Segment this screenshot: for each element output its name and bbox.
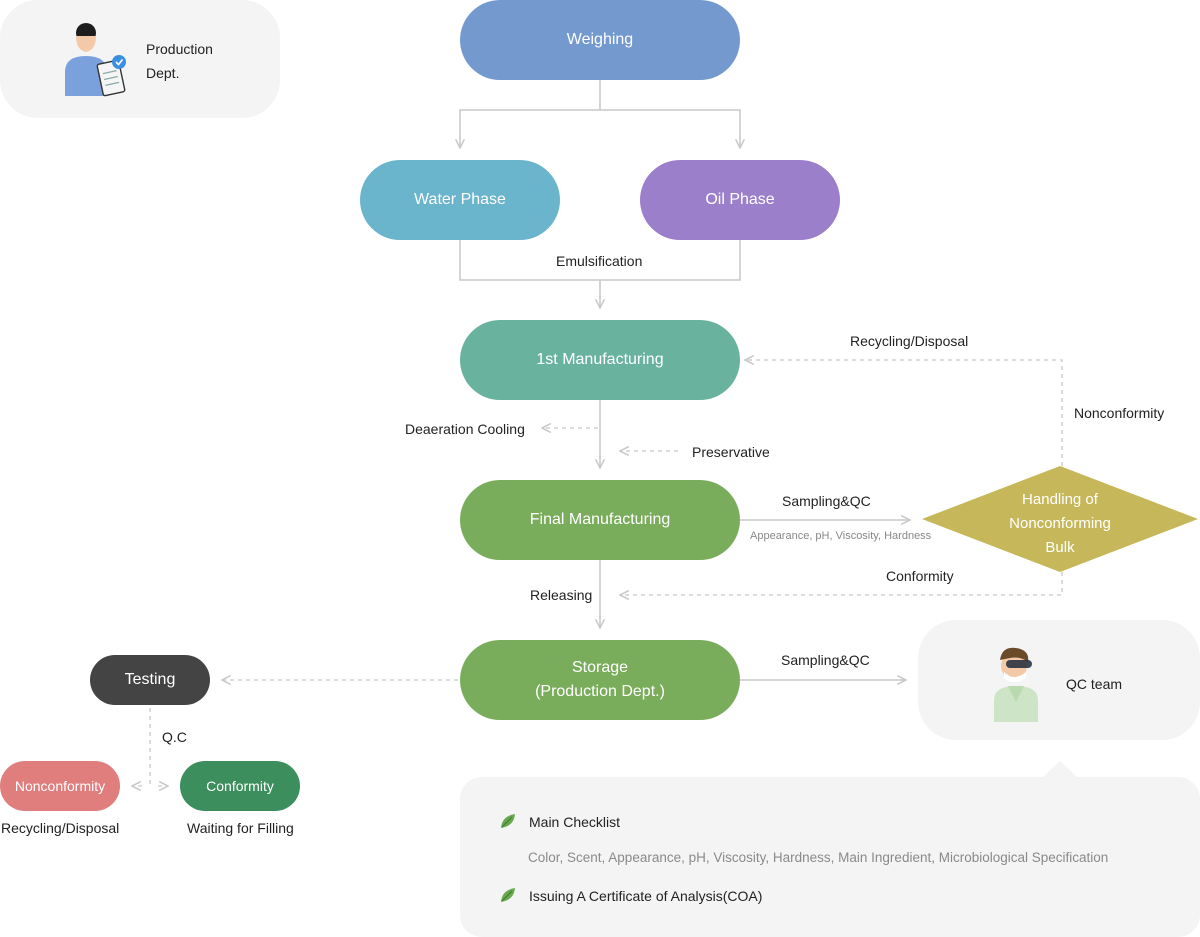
releasing-label: Releasing [530, 587, 593, 603]
production-dept-card: Production Dept. [0, 0, 280, 118]
final-manufacturing-step: Final Manufacturing [460, 480, 740, 560]
leaf-icon [500, 813, 516, 834]
checklist-item-detail: Color, Scent, Appearance, pH, Viscosity,… [528, 850, 1109, 865]
conformity-return-label: Conformity [886, 568, 954, 584]
sampling-qc-1-detail: Appearance, pH, Viscosity, Hardness [750, 530, 932, 542]
sampling-qc-2-label: Sampling&QC [781, 652, 870, 668]
checklist-item-title: Main Checklist [529, 814, 621, 830]
leaf-icon [500, 887, 516, 908]
qc-label: Q.C [162, 729, 187, 745]
storage-step: Storage (Production Dept.) [460, 640, 740, 720]
worker-with-clipboard-icon [62, 20, 128, 103]
sampling-qc-1-label: Sampling&QC [782, 493, 871, 509]
deaeration-cooling-label: Deaeration Cooling [405, 421, 525, 437]
qc-checklist-box: Main Checklist Color, Scent, Appearance,… [460, 777, 1200, 937]
checklist-item-title: Issuing A Certificate of Analysis(COA) [529, 888, 763, 904]
recycling-disposal-top-label: Recycling/Disposal [850, 333, 969, 349]
lab-technician-icon [990, 646, 1042, 727]
nonconformity-result: Nonconformity [0, 761, 120, 811]
emulsification-label: Emulsification [556, 253, 643, 269]
weighing-step: Weighing [460, 0, 740, 80]
conformity-result: Conformity [180, 761, 300, 811]
handling-diamond-shape [922, 466, 1198, 572]
recycling-disposal-bottom-label: Recycling/Disposal [1, 820, 120, 836]
qc-team-label: QC team [1066, 676, 1123, 692]
testing-step: Testing [90, 655, 210, 705]
nonconformity-side-label: Nonconformity [1074, 405, 1165, 421]
production-dept-label: Production Dept. [146, 41, 213, 81]
qc-team-card: QC team [918, 620, 1200, 740]
water-phase-step: Water Phase [360, 160, 560, 240]
handling-nonconforming-bulk-label: Handling of Nonconforming Bulk [1009, 491, 1111, 556]
waiting-for-filling-label: Waiting for Filling [187, 820, 294, 836]
preservative-label: Preservative [692, 444, 770, 460]
oil-phase-step: Oil Phase [640, 160, 840, 240]
first-manufacturing-step: 1st Manufacturing [460, 320, 740, 400]
